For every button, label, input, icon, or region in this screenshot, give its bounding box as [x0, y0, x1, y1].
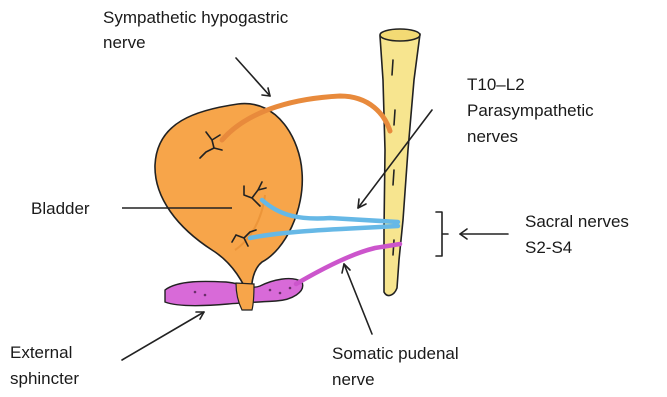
somatic-arrow [342, 264, 372, 334]
parasympathetic-label-line3: nerves [467, 127, 518, 146]
somatic-label-line1: Somatic pudenal [332, 344, 459, 363]
parasympathetic-label-line2: Parasympathetic [467, 101, 594, 120]
parasympathetic-label-line1: T10–L2 [467, 75, 525, 94]
external-sphincter-arrow [122, 312, 204, 360]
external-sphincter-label-line1: External [10, 343, 72, 362]
spinal-cord [380, 29, 420, 295]
sacral-label-line2: S2-S4 [525, 238, 572, 257]
sympathetic-label-line1: Sympathetic hypogastric [103, 8, 289, 27]
sympathetic-label-line2: nerve [103, 33, 146, 52]
sacral-bracket [436, 212, 448, 256]
external-sphincter [165, 279, 303, 310]
somatic-label-line2: nerve [332, 370, 375, 389]
sacral-label-line1: Sacral nerves [525, 212, 629, 231]
bladder-label: Bladder [31, 199, 90, 218]
sympathetic-arrow [236, 58, 270, 96]
sacral-arrow [460, 229, 508, 239]
external-sphincter-label-line2: sphincter [10, 369, 79, 388]
